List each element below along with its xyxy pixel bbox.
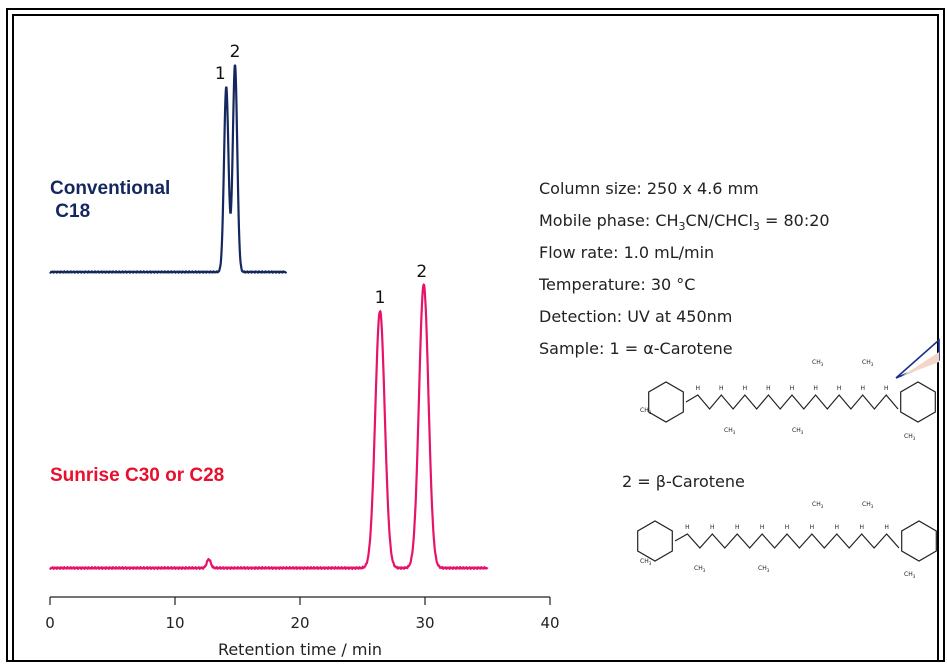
series-line xyxy=(49,64,288,274)
x-tick-label: 0 xyxy=(45,614,55,632)
x-tick-label: 10 xyxy=(165,614,184,632)
conventional-label-line1: Conventional xyxy=(50,178,171,199)
pointer-arrow-fill xyxy=(902,352,939,376)
methyl-label: CH3 xyxy=(862,359,874,367)
methyl-label: CH3 xyxy=(904,571,916,579)
h-atom: H xyxy=(810,524,815,531)
conventional-label-line2: C18 xyxy=(50,201,91,222)
ring xyxy=(648,381,684,423)
polyene-chain xyxy=(685,394,899,410)
methyl-label: CH3 xyxy=(792,427,804,435)
methyl-label: CH3 xyxy=(758,565,770,573)
flow-rate: Flow rate: 1.0 mL/min xyxy=(539,243,715,262)
x-tick-label: 20 xyxy=(290,614,309,632)
column-size: Column size: 250 x 4.6 mm xyxy=(539,179,759,198)
conventional-c18-label: Conventional C18 xyxy=(50,177,170,223)
h-atom: H xyxy=(785,524,790,531)
conditions-block: Column size: 250 x 4.6 mm Mobile phase: … xyxy=(539,178,830,370)
polyene-chain xyxy=(674,533,900,549)
inner-frame xyxy=(12,14,939,662)
x-tick-label: 40 xyxy=(540,614,559,632)
methyl-label: CH3 xyxy=(812,501,824,509)
h-atom: H xyxy=(837,385,842,392)
detection: Detection: UV at 450nm xyxy=(539,307,733,326)
peak-label: 1 xyxy=(375,288,386,308)
mobile-phase: Mobile phase: CH3CN/CHCl3 = 80:20 xyxy=(539,211,830,234)
h-atom: H xyxy=(859,524,864,531)
x-tick-label: 30 xyxy=(415,614,434,632)
peak-label: 1 xyxy=(215,64,226,84)
methyl-label: CH3 xyxy=(640,407,652,415)
h-atom: H xyxy=(884,385,889,392)
sample: Sample: 1 = α-Carotene xyxy=(539,339,733,358)
x-axis: 0 10 20 30 40 xyxy=(45,596,560,632)
ring xyxy=(900,381,936,423)
h-atom: H xyxy=(766,385,771,392)
series-line xyxy=(49,283,489,571)
h-atom: H xyxy=(835,524,840,531)
h-atom: H xyxy=(860,385,865,392)
h-atom: H xyxy=(884,524,889,531)
methyl-label: CH3 xyxy=(812,359,824,367)
beta-carotene-label: 2 = β-Carotene xyxy=(622,472,745,491)
h-atom: H xyxy=(813,385,818,392)
methyl-label: CH3 xyxy=(694,565,706,573)
h-atom: H xyxy=(719,385,724,392)
h-atom: H xyxy=(760,524,765,531)
methyl-label: CH3 xyxy=(724,427,736,435)
methyl-label: CH3 xyxy=(640,558,652,566)
peak-label: 2 xyxy=(416,262,427,282)
h-atom: H xyxy=(743,385,748,392)
sunrise-label: Sunrise C30 or C28 xyxy=(50,465,225,486)
methyl-label: CH3 xyxy=(862,501,874,509)
x-axis-label: Retention time / min xyxy=(218,640,382,659)
h-atom: H xyxy=(735,524,740,531)
h-atom: H xyxy=(790,385,795,392)
h-atom: H xyxy=(710,524,715,531)
h-atom: H xyxy=(685,524,690,531)
ring xyxy=(637,520,673,562)
temperature: Temperature: 30 °C xyxy=(539,275,696,294)
ring xyxy=(901,520,937,562)
peak-label: 2 xyxy=(230,42,241,62)
methyl-label: CH3 xyxy=(904,433,916,441)
h-atom: H xyxy=(696,385,701,392)
